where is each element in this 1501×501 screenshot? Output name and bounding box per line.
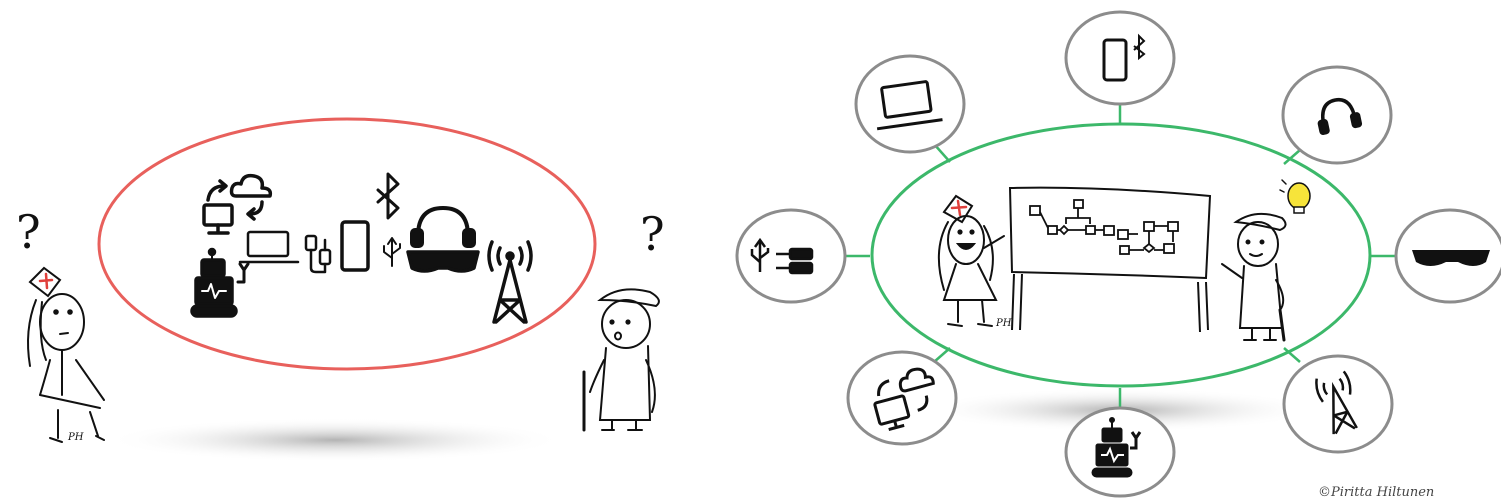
satellite-cell-tower bbox=[1284, 356, 1392, 452]
question-mark-left: ? bbox=[16, 205, 41, 259]
question-mark-right: ? bbox=[640, 207, 665, 261]
usb-icon bbox=[384, 238, 400, 266]
whiteboard bbox=[1010, 188, 1210, 332]
laptop-icon bbox=[240, 232, 298, 262]
problem-ellipse bbox=[99, 119, 595, 369]
robot-icon bbox=[192, 250, 248, 317]
nurse-cap bbox=[30, 268, 60, 296]
smartphone-icon bbox=[342, 222, 368, 270]
cloud-icon bbox=[232, 176, 271, 196]
flat-cap bbox=[600, 289, 659, 306]
computer-icon bbox=[204, 205, 232, 233]
usb-cable-icon bbox=[306, 236, 330, 272]
elderly-figure-right bbox=[584, 289, 659, 430]
flowchart-sketch bbox=[1030, 200, 1178, 254]
problem-scene: PH ? ? bbox=[16, 119, 665, 462]
floor-shadow-left bbox=[105, 418, 565, 462]
lightbulb-icon bbox=[1280, 180, 1310, 213]
satellite-usb-cable bbox=[737, 210, 845, 302]
satellite-laptop bbox=[856, 56, 964, 152]
device-cluster bbox=[192, 174, 531, 322]
solution-ellipse bbox=[872, 124, 1370, 386]
vr-headset-icon bbox=[408, 252, 478, 271]
headphones-icon bbox=[412, 208, 474, 246]
cell-tower-icon bbox=[489, 242, 531, 322]
artist-signature: ©Piritta Hiltunen bbox=[1318, 485, 1434, 500]
bluetooth-icon bbox=[378, 174, 398, 218]
satellite-robot bbox=[1066, 408, 1174, 496]
artist-initials-2: PH bbox=[995, 318, 1012, 329]
satellite-headphones bbox=[1283, 67, 1391, 163]
nurse-figure-whiteboard: PH bbox=[939, 196, 1012, 329]
sync-arrows-icon bbox=[208, 181, 262, 219]
artist-initials: PH bbox=[67, 432, 84, 443]
elderly-figure-whiteboard bbox=[1222, 180, 1310, 340]
satellite-smartphone-bluetooth bbox=[1066, 12, 1174, 104]
satellite-vr-headset bbox=[1396, 210, 1501, 302]
satellite-computer-cloud bbox=[848, 352, 956, 444]
solution-scene: PH ©Piritta Hiltunen bbox=[737, 12, 1501, 500]
nurse-figure-left: PH bbox=[28, 268, 104, 443]
